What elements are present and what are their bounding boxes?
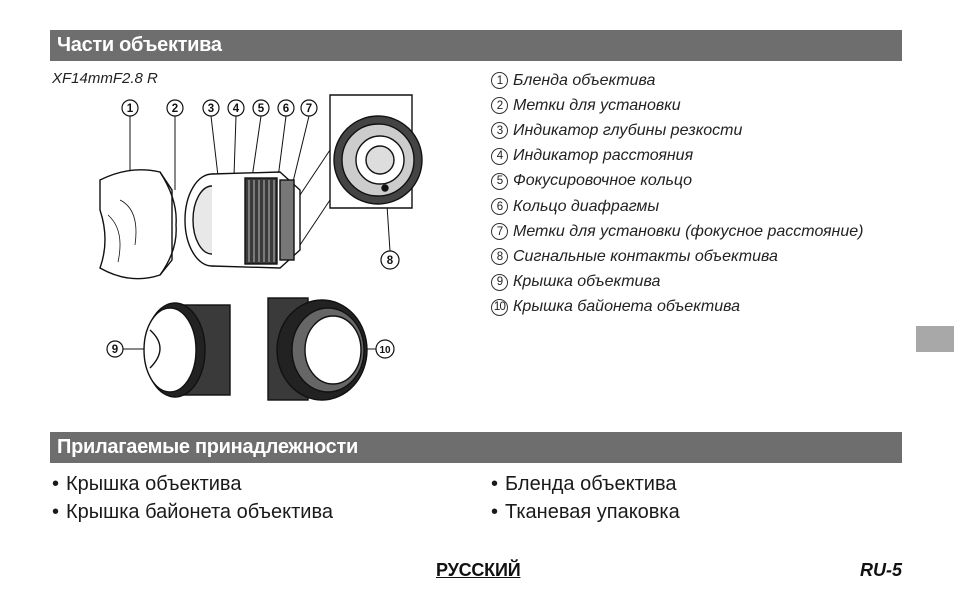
- list-item: 5 Фокусировочное кольцо: [491, 169, 863, 194]
- part-number: 4: [491, 147, 508, 165]
- lens-cap-illustration: [143, 302, 231, 398]
- svg-text:2: 2: [172, 103, 178, 115]
- svg-text:1: 1: [127, 103, 134, 115]
- svg-text:10: 10: [379, 345, 391, 356]
- svg-text:6: 6: [283, 103, 289, 115]
- list-item: 8 Сигнальные контакты объектива: [491, 244, 863, 269]
- chapter-tab: [916, 326, 954, 352]
- part-number: 10: [491, 298, 508, 316]
- list-item: 4 Индикатор расстояния: [491, 144, 863, 169]
- part-label: Индикатор расстояния: [513, 147, 694, 165]
- lens-body: [184, 149, 331, 269]
- part-number: 5: [491, 172, 508, 190]
- section-title-accessories: Прилагаемые принадлежности: [50, 432, 902, 463]
- list-item: 3 Индикатор глубины резкости: [491, 118, 863, 143]
- list-item: 7 Метки для установки (фокусное расстояни…: [491, 219, 863, 244]
- part-number: 3: [491, 122, 508, 140]
- page-number: RU-5: [859, 560, 902, 580]
- svg-text:8: 8: [387, 255, 394, 267]
- svg-text:5: 5: [258, 103, 265, 115]
- list-item: Крышка объектива: [52, 470, 333, 498]
- part-label: Крышка объектива: [513, 273, 661, 291]
- list-item: Бленда объектива: [491, 470, 680, 498]
- accessories-list-left: Крышка объектива Крышка байонета объекти…: [52, 470, 333, 526]
- svg-text:7: 7: [306, 103, 312, 115]
- part-number: 8: [491, 248, 508, 266]
- part-number: 7: [491, 223, 508, 241]
- part-number: 2: [491, 97, 508, 115]
- lens-parts-list: 1 Бленда объектива 2 Метки для установки 3…: [491, 68, 863, 320]
- accessories-list-right: Бленда объектива Тканевая упаковка: [491, 470, 680, 526]
- svg-text:3: 3: [208, 103, 214, 115]
- part-label: Кольцо диафрагмы: [513, 197, 660, 215]
- part-number: 9: [491, 273, 508, 291]
- part-label: Метки для установки: [513, 96, 681, 114]
- part-label: Фокусировочное кольцо: [513, 172, 692, 190]
- part-label: Крышка байонета объектива: [513, 298, 741, 316]
- list-item: Крышка байонета объектива: [52, 498, 333, 526]
- part-label: Индикатор глубины резкости: [513, 121, 743, 139]
- part-label: Сигнальные контакты объектива: [513, 247, 778, 265]
- svg-text:4: 4: [233, 103, 240, 115]
- list-item: Тканевая упаковка: [491, 498, 680, 526]
- list-item: 10 Крышка байонета объектива: [491, 295, 863, 320]
- part-number: 6: [491, 198, 508, 216]
- lens-model-label: XF14mmF2.8 R: [52, 70, 158, 87]
- svg-text:9: 9: [112, 344, 118, 356]
- part-label: Метки для установки (фокусное расстояние…: [513, 222, 864, 240]
- section-title-lens-parts: Части объектива: [50, 30, 902, 61]
- part-number: 1: [491, 72, 508, 90]
- list-item: 9 Крышка объектива: [491, 270, 863, 295]
- lens-mount-closeup: [329, 94, 423, 209]
- part-label: Бленда объектива: [513, 71, 656, 89]
- list-item: 1 Бленда объектива: [491, 68, 863, 93]
- language-link[interactable]: РУССКИЙ: [436, 560, 521, 580]
- lens-hood: [99, 169, 177, 280]
- mount-cap-illustration: [267, 297, 368, 401]
- list-item: 6 Кольцо диафрагмы: [491, 194, 863, 219]
- list-item: 2 Метки для установки: [491, 93, 863, 118]
